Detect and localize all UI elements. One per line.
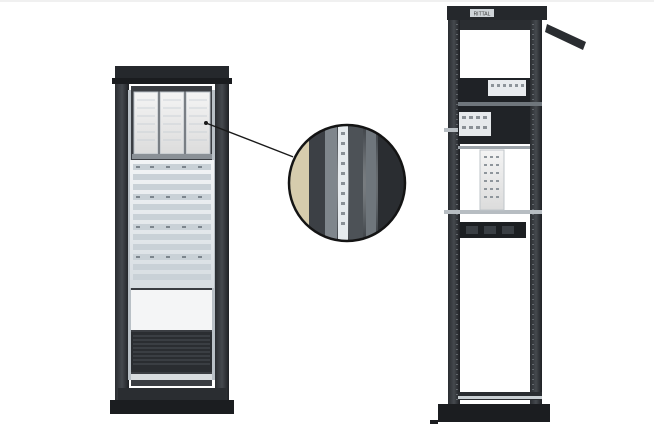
left-rack-cabinet	[110, 66, 234, 414]
patch-panel-stack	[130, 160, 214, 288]
cross-connect-modules	[132, 91, 212, 159]
right-rack-connection-block	[479, 149, 505, 211]
brand-plate: RITTAL	[474, 12, 491, 18]
top-divider	[0, 0, 654, 2]
lower-vent-panels	[131, 332, 212, 380]
right-rack-equipment-top	[444, 78, 542, 144]
callout-line	[205, 122, 297, 159]
right-open-rack: RITTAL	[430, 6, 586, 424]
zoom-inset	[287, 123, 407, 243]
